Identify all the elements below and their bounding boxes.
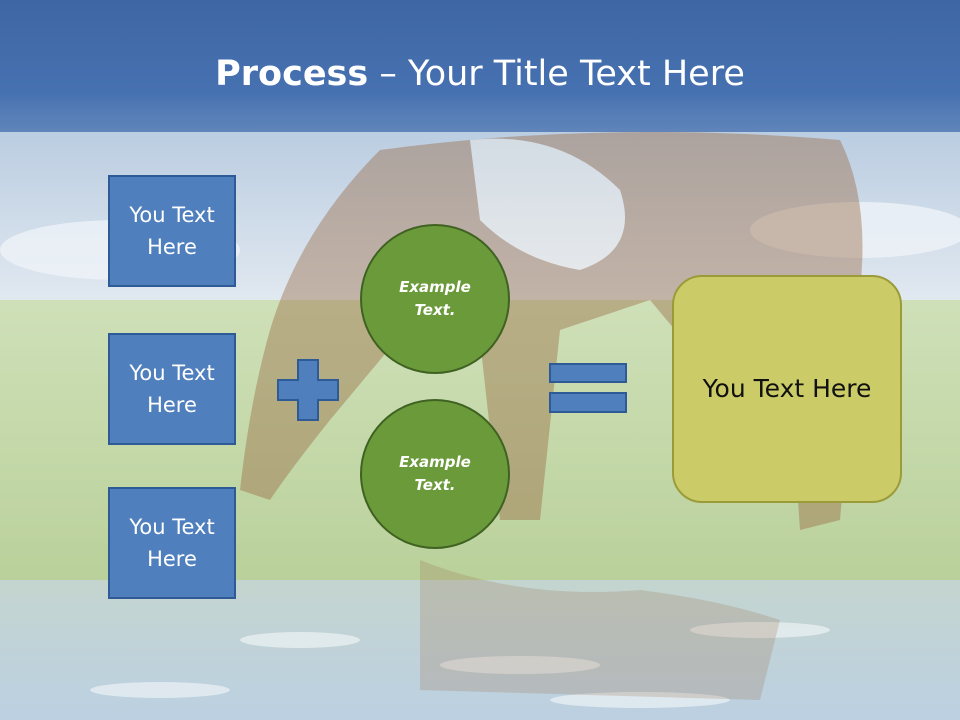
text-box-3: You Text Here [108,487,236,599]
example-circle-2: Example Text. [360,399,510,549]
slide-title: Process – Your Title Text Here [0,52,960,96]
result-box: You Text Here [672,275,902,503]
example-circle-1: Example Text. [360,224,510,374]
title-bold: Process [215,54,369,94]
equals-icon [549,363,627,413]
text-box-2: You Text Here [108,333,236,445]
text-box-1: You Text Here [108,175,236,287]
title-rest: – Your Title Text Here [368,54,745,94]
plus-icon [277,359,339,421]
horse-silhouette [240,132,863,700]
title-bar: Process – Your Title Text Here [0,0,960,132]
